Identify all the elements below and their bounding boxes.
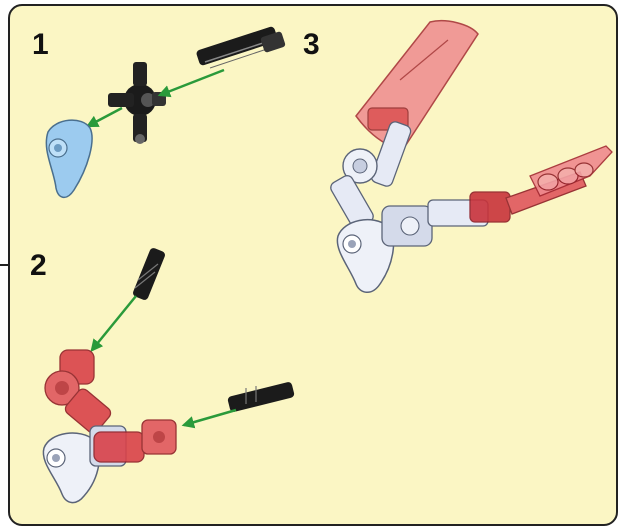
step1-black-axle-pin <box>196 26 286 68</box>
step3-assembly <box>329 21 612 293</box>
step1-black-cross-connector <box>108 62 166 144</box>
step1-assembly <box>46 26 286 198</box>
step1-light-blue-claw <box>46 120 92 197</box>
step2-assembly <box>43 247 295 503</box>
step3-red-wing-panel <box>356 21 478 148</box>
step2-black-pin-upper <box>132 247 166 301</box>
step2-arrow-upper <box>92 296 136 350</box>
step2-black-pin-right <box>227 381 295 412</box>
step1-arrow-pin <box>160 70 224 95</box>
step2-arrow-right <box>184 410 236 425</box>
step2-red-elbow <box>45 350 113 435</box>
step1-arrow-connector <box>88 108 122 126</box>
